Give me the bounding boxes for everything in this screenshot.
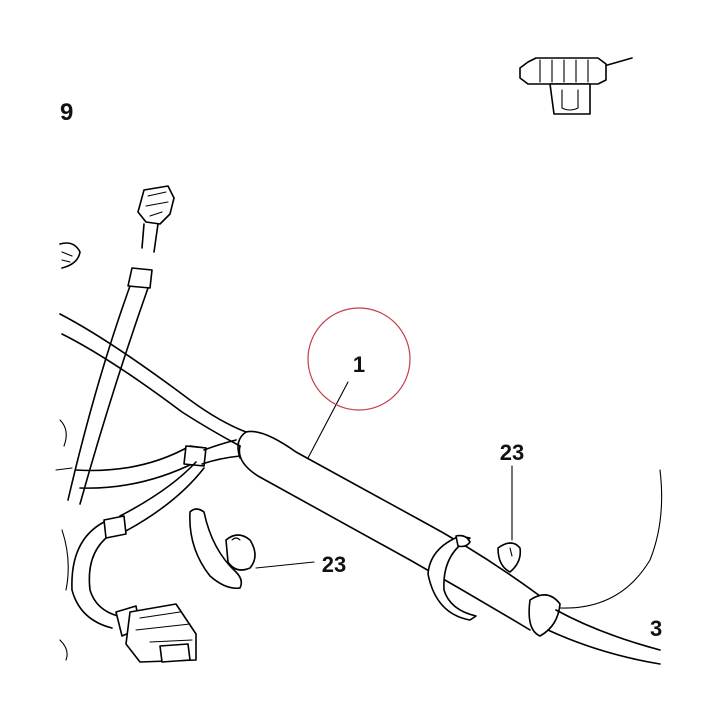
left-fragment — [59, 242, 81, 269]
leader-line-1 — [307, 381, 349, 459]
upper-connector — [127, 185, 175, 289]
callout-3-partial-label: 3 — [650, 616, 662, 641]
loose-clip — [189, 508, 256, 590]
bottom-connector — [115, 603, 197, 663]
clip-on-harness — [427, 534, 522, 621]
callout-23-lower-label: 23 — [322, 552, 346, 577]
top-connector — [519, 57, 633, 115]
leader-line-23-lower — [255, 561, 315, 569]
left-branch-cable — [55, 285, 149, 505]
view-number-label: 9 — [60, 99, 73, 126]
highlight-circle — [307, 307, 411, 411]
callout-1-label: 1 — [353, 352, 365, 377]
callout-23-upper-label: 23 — [500, 440, 524, 465]
main-harness — [59, 313, 663, 665]
